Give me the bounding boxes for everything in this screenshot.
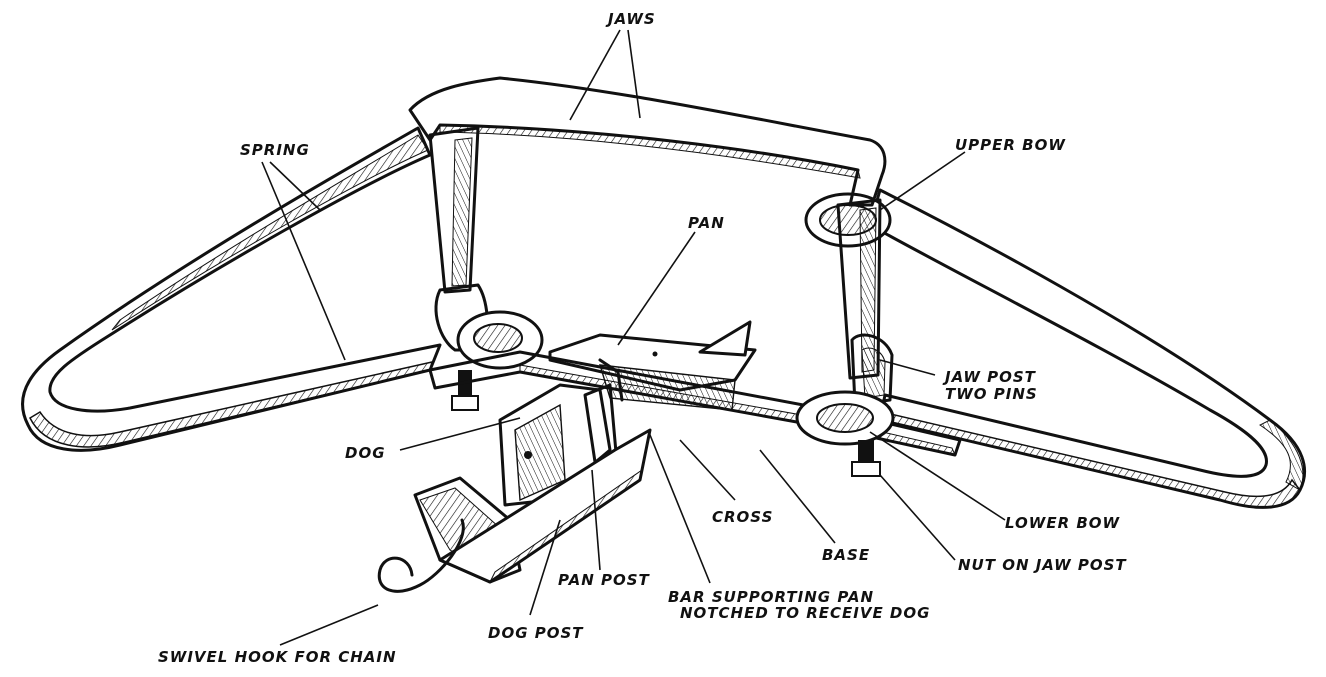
label-jaws: JAWS xyxy=(605,10,656,28)
right-spring xyxy=(868,188,1307,509)
label-cross: CROSS xyxy=(712,508,773,526)
leader-lines xyxy=(261,29,1006,646)
label-bar-line1: BAR SUPPORTING PAN xyxy=(668,588,874,606)
label-bar-line2: NOTCHED TO RECEIVE DOG xyxy=(680,604,930,622)
pan xyxy=(548,320,757,411)
label-spring: SPRING xyxy=(240,141,310,159)
label-base: BASE xyxy=(822,546,870,564)
label-dog: DOG xyxy=(345,444,386,462)
label-pan-post: PAN POST xyxy=(558,571,651,589)
labels: JAWS SPRING UPPER BOW PAN JAW POST TWO P… xyxy=(158,10,1127,666)
label-swivel-hook: SWIVEL HOOK FOR CHAIN xyxy=(158,648,397,666)
label-nut-on-jaw-post: NUT ON JAW POST xyxy=(958,556,1127,574)
label-pan: PAN xyxy=(688,214,725,232)
left-spring xyxy=(21,126,442,452)
label-jaw-post-line1: JAW POST xyxy=(942,368,1037,386)
label-upper-bow: UPPER BOW xyxy=(955,136,1066,154)
right-lower-bow xyxy=(795,333,895,477)
label-jaw-post-line2: TWO PINS xyxy=(945,385,1038,403)
label-dog-post: DOG POST xyxy=(488,624,584,642)
left-lower-bow xyxy=(434,283,544,411)
swivel-hook xyxy=(377,428,652,593)
label-lower-bow: LOWER BOW xyxy=(1005,514,1121,532)
